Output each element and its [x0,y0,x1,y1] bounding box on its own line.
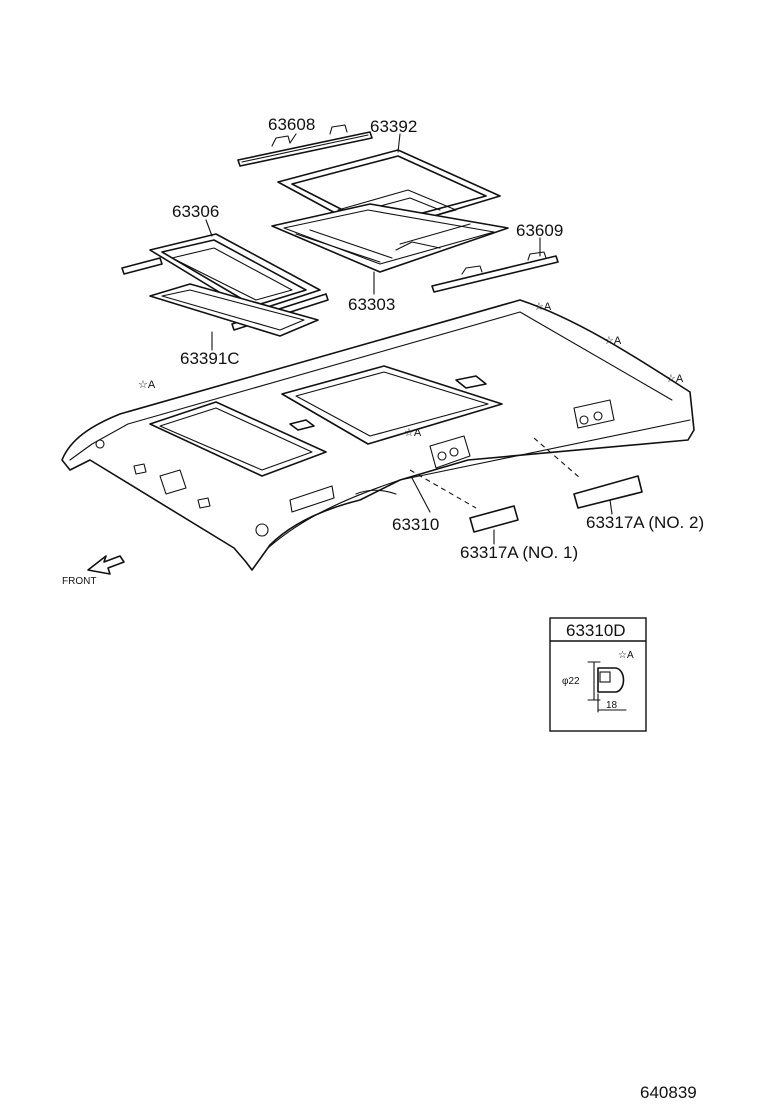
front-arrow: FRONT [62,555,125,587]
part-63317a-no2-pad [573,475,643,509]
leader-63310 [411,477,431,513]
label-63392: 63392 [370,117,417,136]
label-63391c: 63391C [180,349,240,368]
label-63609: 63609 [516,221,563,240]
star-a-marker: ☆A [534,301,552,313]
label-63303: 63303 [348,295,395,314]
leader-63317a-no2 [609,499,613,515]
dash-63317a-no2 [533,437,581,479]
inset-title: 63310D [566,621,626,640]
inset-width: 18 [606,700,618,711]
leader-63608 [289,133,297,144]
leader-63392 [397,133,401,153]
inset-star: ☆A [618,650,634,661]
star-a-marker: ☆A [666,373,684,385]
label-63317a-no2: 63317A (NO. 2) [586,513,704,532]
label-63306: 63306 [172,202,219,221]
leader-63306 [205,219,213,237]
part-63310-headliner [61,299,695,571]
dash-63317a-no1 [409,469,477,509]
label-63317a-no1: 63317A (NO. 1) [460,543,578,562]
label-63608: 63608 [268,115,315,134]
star-a-marker: ☆A [404,427,422,439]
part-63608-strip [237,124,373,167]
part-63609-strip [431,251,559,293]
part-63317a-no1-pad [469,505,519,533]
star-a-marker: ☆A [604,335,622,347]
label-63310: 63310 [392,515,439,534]
star-a-marker: ☆A [138,379,156,391]
part-63391c-seal [149,283,319,337]
part-63303-housing [271,203,509,273]
inset-diameter: φ22 [562,676,580,687]
inset-63310d: 63310D ☆A φ22 18 [549,617,647,732]
figure-number: 640839 [640,1083,697,1102]
front-label: FRONT [62,576,96,587]
